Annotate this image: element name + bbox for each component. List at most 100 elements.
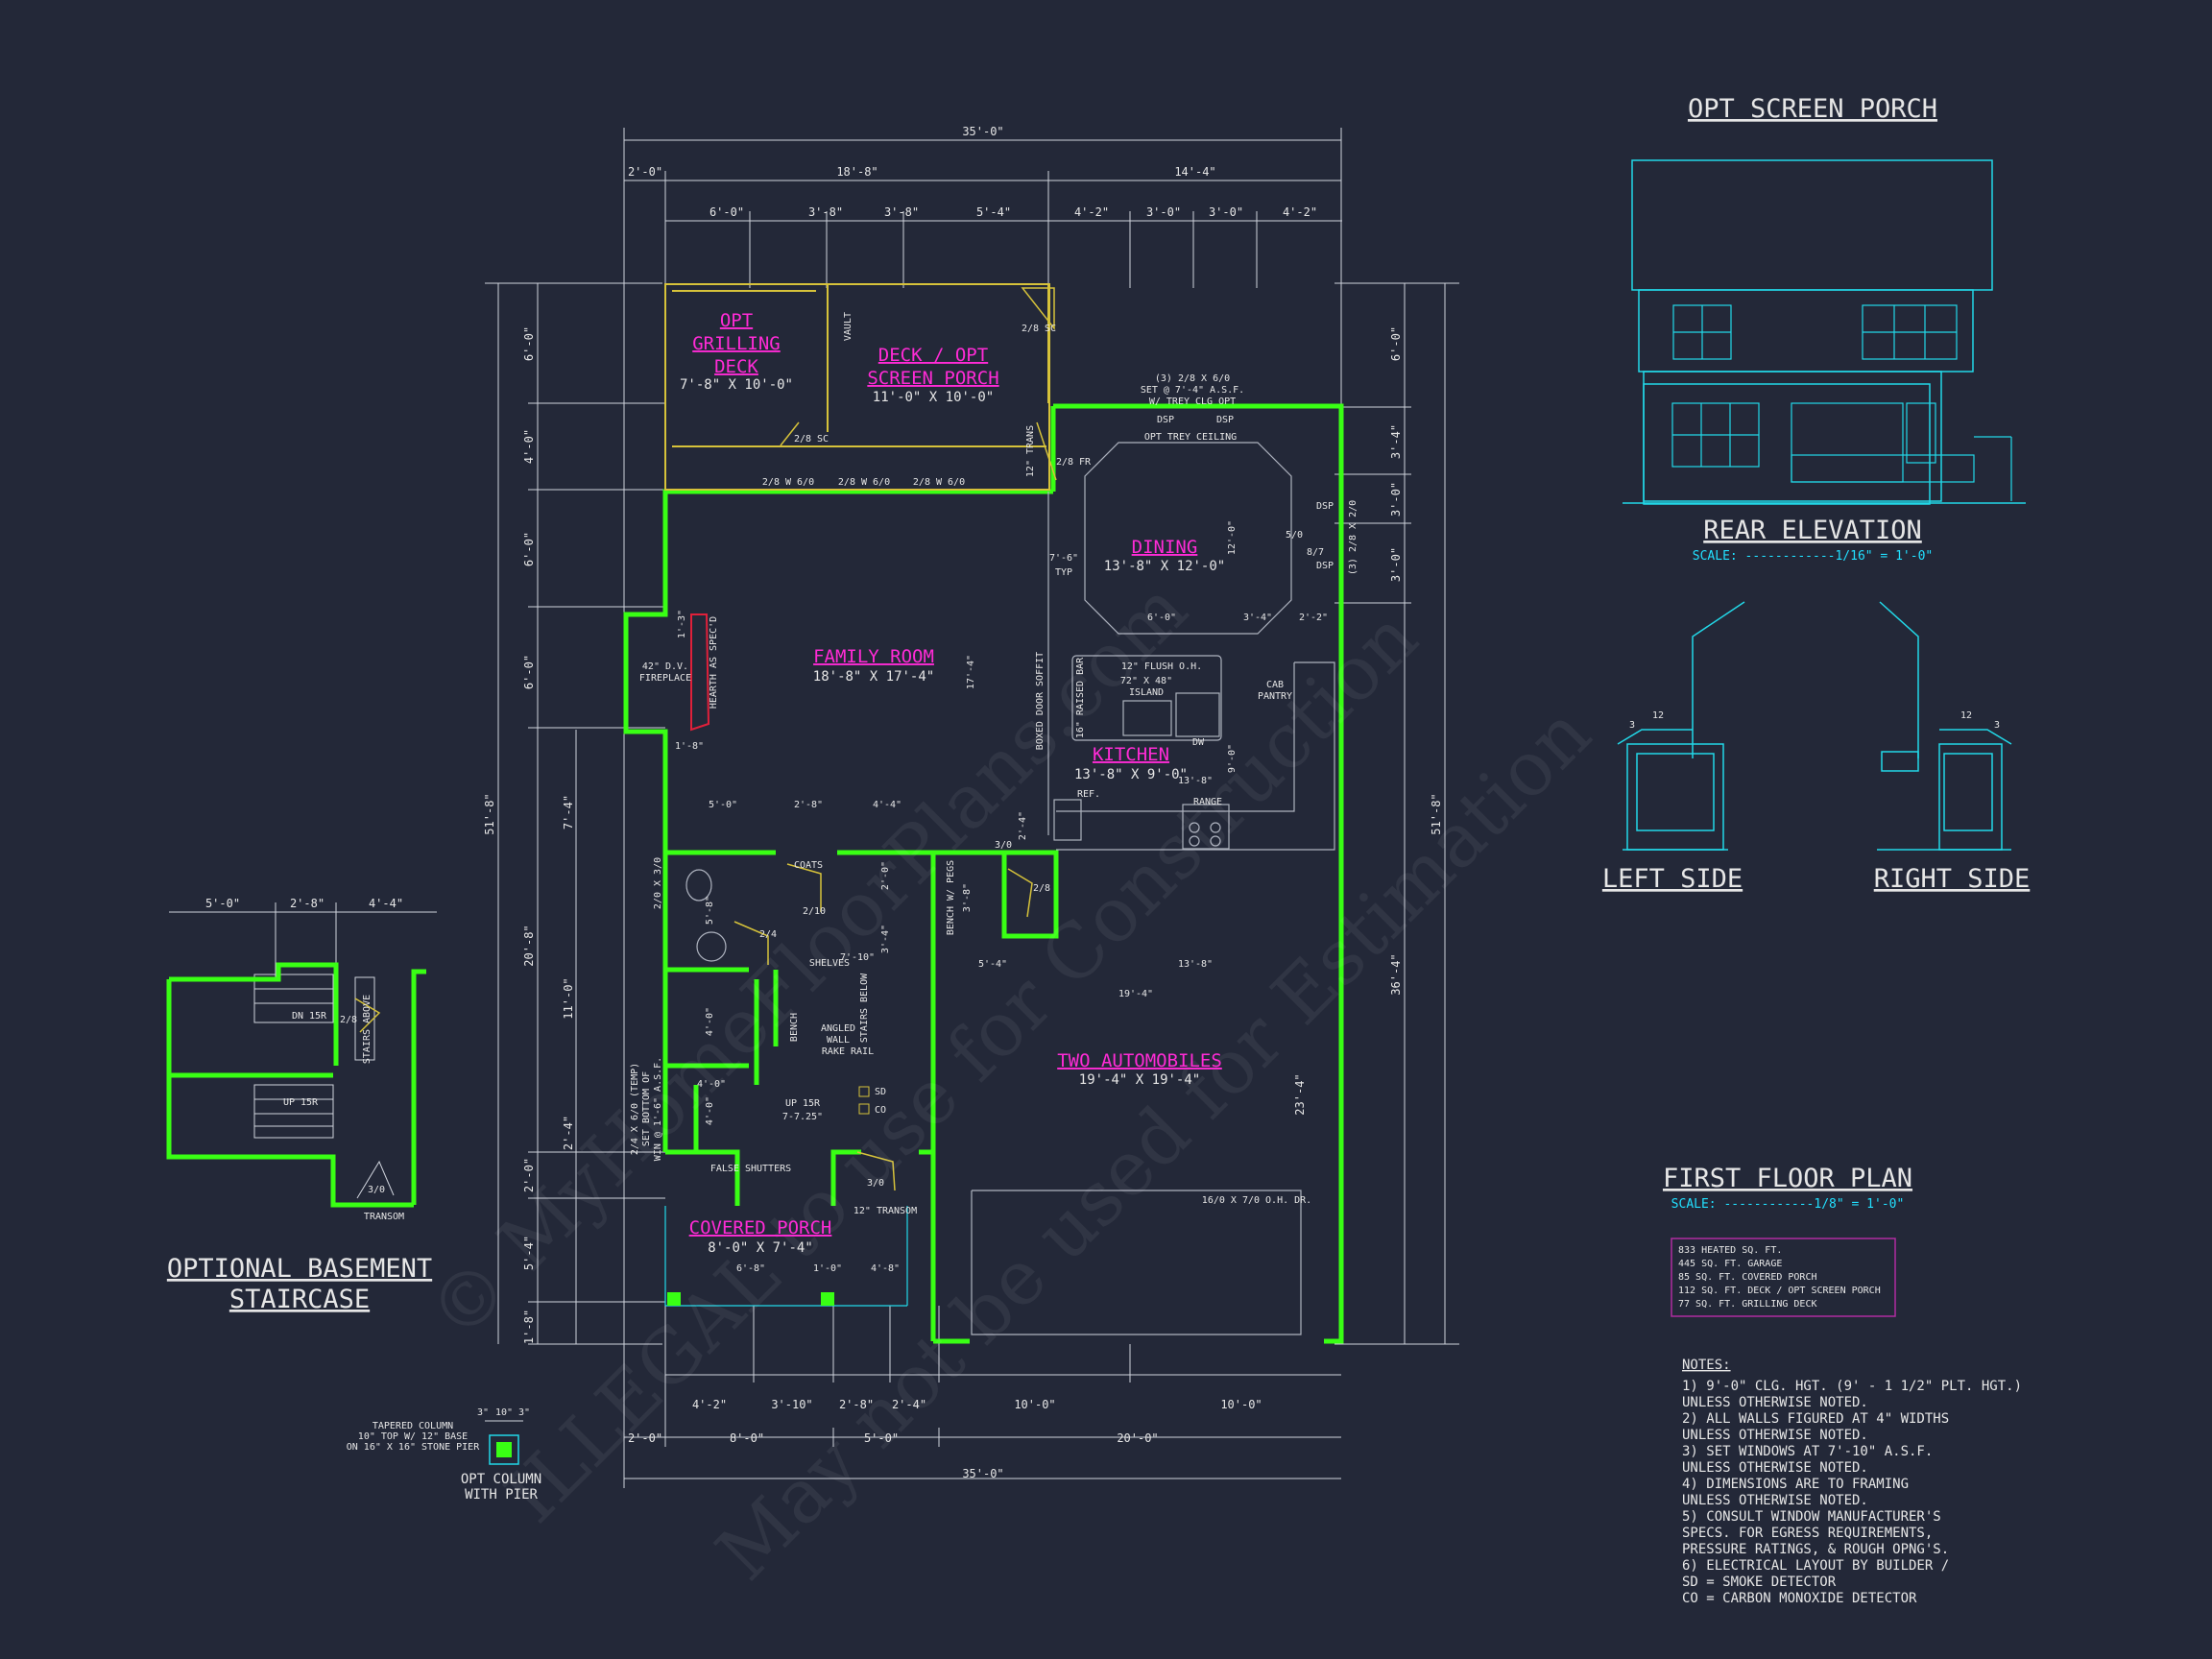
column-labels: 3" 10" 3" TAPERED COLUMN 10" TOP W/ 12" … <box>347 1407 541 1503</box>
dim-left-inner-2: 11'-0" <box>562 977 575 1019</box>
dim-bath-4: 5'-8" <box>705 896 715 925</box>
notes-line: PRESSURE RATINGS, & ROUGH OPNG'S. <box>1682 1542 1949 1557</box>
notes-line: 4) DIMENSIONS ARE TO FRAMING <box>1682 1477 1909 1492</box>
pantry-label-2: PANTRY <box>1258 691 1292 702</box>
dim-stair-1: 7'-10" <box>840 952 875 963</box>
dsp-label-2: DSP <box>1216 415 1234 425</box>
window-label-3: 2/8 W 6/0 <box>913 477 965 488</box>
dim-left-inner-1: 7'-4" <box>562 795 575 830</box>
dsp-label-3: DSP <box>1316 501 1334 512</box>
fireplace <box>690 613 710 732</box>
bay-label-1: 5/0 <box>1286 530 1303 541</box>
transom-label-2: 12" TRANSOM <box>854 1206 917 1216</box>
bench-pegs-label: BENCH W/ PEGS <box>946 860 956 935</box>
notes-line: UNLESS OTHERWISE NOTED. <box>1682 1395 1868 1410</box>
dim-left-inner-3: 2'-4" <box>562 1116 575 1150</box>
stair-riser-label: 7-7.25" <box>782 1112 823 1122</box>
coats-label: COATS <box>794 860 823 871</box>
plan-title: FIRST FLOOR PLAN <box>1663 1164 1912 1193</box>
dining-name: DINING <box>1132 537 1198 558</box>
window-label-1: 2/8 W 6/0 <box>762 477 814 488</box>
dim-right-6: 23'-4" <box>1293 1073 1307 1115</box>
exterior-walls <box>623 403 1344 1344</box>
dining-window-3: W/ TREY CLG OPT <box>1149 397 1236 407</box>
opt-column-detail <box>485 1420 523 1465</box>
dim-bot-a: 2'-0" <box>628 1431 662 1445</box>
dim-mud-1: 3'-8" <box>962 883 973 912</box>
dim-left-2: 4'-0" <box>522 429 536 464</box>
dim-bot-5: 10'-0" <box>1014 1398 1055 1411</box>
dining-window-2: SET @ 7'-4" A.S.F. <box>1141 385 1244 396</box>
door-swings <box>733 287 1057 1191</box>
dim-dining-3: 2'-2" <box>1299 613 1328 623</box>
basement-dim-2: 2'-8" <box>290 897 325 910</box>
dining-window-1: (3) 2/8 X 6/0 <box>1155 373 1230 384</box>
dim-top-8: 4'-2" <box>1283 205 1317 219</box>
coats-door-label: 2/10 <box>803 906 826 917</box>
right-side-elevation-drawing <box>1877 601 2012 851</box>
dim-dining-1: 6'-0" <box>1147 613 1176 623</box>
typ-label-1: 7'-6" <box>1049 553 1078 564</box>
dim-dining-2: 3'-4" <box>1243 613 1272 623</box>
grill-name-1: OPT <box>720 310 753 331</box>
elevation-labels: OPT SCREEN PORCH REAR ELEVATION SCALE: -… <box>1602 94 2030 1212</box>
notes-title: NOTES: <box>1682 1358 1731 1373</box>
island-label-1: 72" X 48" <box>1120 676 1172 686</box>
dining-size: 13'-8" X 12'-0" <box>1104 559 1225 574</box>
deck-outline <box>664 283 1050 491</box>
interior-fixtures <box>685 442 1335 1335</box>
dim-left-3: 6'-0" <box>522 532 536 566</box>
dim-left-7: 5'-4" <box>522 1236 536 1270</box>
basement-stairs-label: STAIRS ABOVE <box>362 995 373 1064</box>
dim-top-c: 14'-4" <box>1174 165 1215 179</box>
basement-down-label: DN 15R <box>292 1011 327 1022</box>
basement-title-1: OPTIONAL BASEMENT <box>167 1254 432 1284</box>
kitchen-size: 13'-8" X 9'-0" <box>1074 767 1188 782</box>
bottom-dimensions: 4'-2" 3'-10" 2'-8" 2'-4" 10'-0" 10'-0" 2… <box>628 1398 1262 1480</box>
dim-hall-2: 2'-8" <box>794 800 823 810</box>
pantry-label-1: CAB <box>1266 680 1284 690</box>
dim-right-5: 36'-4" <box>1389 953 1403 995</box>
dim-top-b: 18'-8" <box>836 165 878 179</box>
dim-left-overall: 51'-8" <box>483 793 496 834</box>
basement-dim-1: 5'-0" <box>205 897 240 910</box>
transom-label: 12" TRANS <box>1025 425 1036 477</box>
garage-door-label: 2/8 <box>1033 883 1050 894</box>
co-detector-label: CO <box>875 1105 886 1116</box>
column-text-2: 10" TOP W/ 12" BASE <box>358 1431 468 1442</box>
dsp-label-4: DSP <box>1316 561 1334 571</box>
rake-rail-label: RAKE RAIL <box>822 1046 874 1057</box>
dim-garage-1: 5'-4" <box>978 959 1007 970</box>
basement-transom-label: TRANSOM <box>364 1212 404 1222</box>
dim-porch-3: 4'-8" <box>871 1263 900 1274</box>
notes-line: 1) 9'-0" CLG. HGT. (9' - 1 1/2" PLT. HGT… <box>1682 1379 2022 1394</box>
notes-line: CO = CARBON MONOXIDE DETECTOR <box>1682 1591 1917 1606</box>
dim-right-1: 6'-0" <box>1389 326 1403 361</box>
dishwasher-label: DW <box>1192 737 1205 748</box>
right-dimensions: 51'-8" 6'-0" 3'-4" 3'-0" 3'-0" 36'-4" 23… <box>1293 326 1443 1116</box>
basement-up-label: UP 15R <box>283 1097 319 1108</box>
deck-name-1: DECK / OPT <box>878 345 988 366</box>
deck-name-2: SCREEN PORCH <box>867 368 998 389</box>
dim-fireplace-2: 1'-8" <box>675 741 704 752</box>
grill-name-2: GRILLING <box>692 333 781 354</box>
dim-porch-1: 6'-8" <box>736 1263 765 1274</box>
column-text-3: ON 16" X 16" STONE PIER <box>347 1442 480 1453</box>
notes-line: UNLESS OTHERWISE NOTED. <box>1682 1493 1868 1508</box>
rear-elevation-title: REAR ELEVATION <box>1703 516 1922 545</box>
deck-size: 11'-0" X 10'-0" <box>873 390 994 405</box>
left-side-title: LEFT SIDE <box>1602 864 1743 894</box>
dim-mud-2: 2'-4" <box>1018 811 1028 840</box>
angled-wall-label-1: ANGLED <box>821 1023 855 1034</box>
dim-bath-3: 4'-0" <box>705 1096 715 1125</box>
notes-line: 2) ALL WALLS FIGURED AT 4" WIDTHS <box>1682 1411 1949 1427</box>
basement-door-2: 3/0 <box>368 1185 385 1195</box>
rear-elevation-drawing <box>1623 159 2026 505</box>
kitchen-name: KITCHEN <box>1093 744 1169 765</box>
refrigerator-label: REF. <box>1077 789 1100 800</box>
fireplace-label-2: FIREPLACE <box>639 673 691 684</box>
stairs-below-label: STAIRS BELOW <box>859 973 870 1043</box>
mud-door-label: 3/0 <box>995 840 1012 851</box>
dim-top-5: 4'-2" <box>1074 205 1109 219</box>
